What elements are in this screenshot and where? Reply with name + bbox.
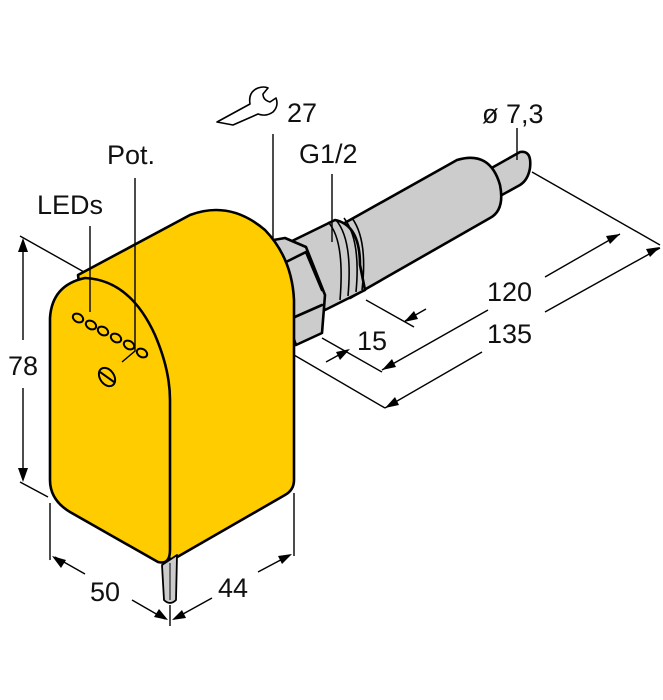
- label-probe-length: 120: [487, 277, 532, 307]
- label-depth: 44: [218, 573, 248, 603]
- led-6: [135, 347, 149, 359]
- label-height: 78: [8, 351, 38, 381]
- label-width: 50: [90, 577, 120, 607]
- led-4: [109, 332, 123, 344]
- led-3: [96, 325, 110, 337]
- label-wrench-size: 27: [287, 98, 317, 128]
- led-1: [71, 312, 85, 324]
- label-thread-length: 15: [357, 326, 387, 356]
- label-thread: G1/2: [299, 139, 358, 169]
- led-row: [71, 312, 149, 359]
- wrench-icon: [216, 86, 278, 126]
- led-2: [84, 319, 98, 331]
- leader-pot: [121, 178, 136, 363]
- label-tip-diameter: ø 7,3: [482, 99, 544, 129]
- housing: [48, 208, 296, 604]
- led-5: [122, 339, 136, 351]
- dimension-lines: [18, 128, 661, 626]
- label-pot: Pot.: [107, 140, 155, 170]
- label-total-length: 135: [487, 319, 532, 349]
- probe: [260, 150, 532, 347]
- potentiometer-screw: [97, 366, 117, 388]
- label-leds: LEDs: [37, 190, 103, 220]
- labels: 27 G1/2 ø 7,3 Pot. LEDs 78 50 44 15 120 …: [8, 98, 544, 607]
